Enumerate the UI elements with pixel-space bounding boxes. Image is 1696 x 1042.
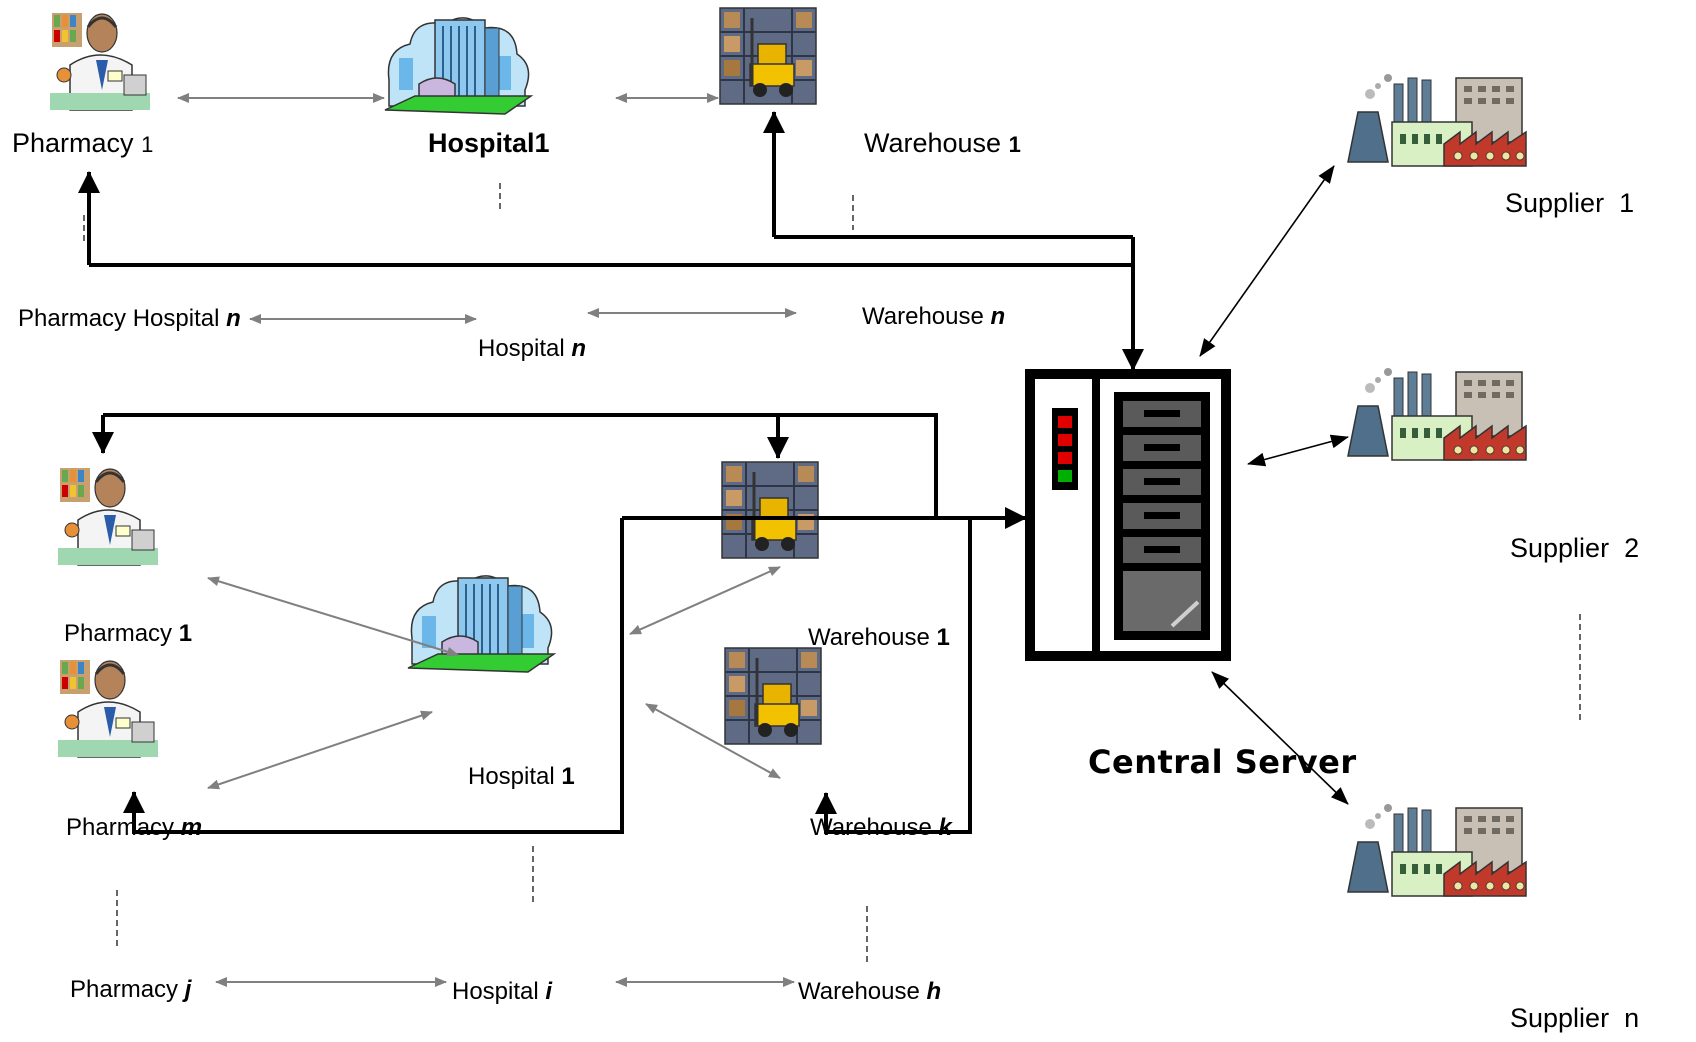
supplier-1-label: Supplier 1 [1505,188,1635,218]
warehouse-icon-k [723,646,823,746]
central-links [78,111,1144,834]
node-warehouse-n: Warehouse n [862,303,1006,330]
factory-icon-supplier-2 [1347,367,1527,461]
server-icon [1025,369,1231,661]
node-warehouse-1: Warehouse 1 [808,624,950,651]
central-server-label: Central Server [1088,743,1357,781]
pharmacist-icon-top [48,3,152,112]
node-hospital-i: Hospital i [452,978,553,1005]
node-pharmacy-hospital-n: Pharmacy Hospital n [18,305,241,332]
node-warehouse-k: Warehouse k [810,814,952,841]
hospital-icon-1 [407,574,555,673]
node-hospital-top: Hospital1 [428,128,550,158]
node-hospital-1: Hospital 1 [468,763,575,790]
pharmacist-icon-1 [56,458,160,567]
warehouse-icon-1 [720,460,820,560]
pharmacist-icon-m [56,650,160,759]
node-pharmacy-m: Pharmacy m [66,814,203,841]
supplier-n-label: Supplier n [1510,1003,1640,1033]
ellipsis-separators [83,183,1581,965]
hospital-icon-top [384,16,532,115]
node-pharmacy-j: Pharmacy j [70,976,192,1003]
warehouse-icon-top [718,6,818,106]
node-warehouse-h: Warehouse h [798,978,942,1005]
factory-icon-supplier-n [1347,803,1527,897]
factory-icon-supplier-1 [1347,73,1527,167]
supplier-2-label: Supplier 2 [1510,533,1640,563]
node-pharmacy-1: Pharmacy 1 [64,620,193,647]
node-hospital-n: Hospital n [478,335,587,362]
supplier-links [1199,165,1349,805]
node-pharmacy-top: Pharmacy 1 [12,128,154,158]
local-links [177,93,797,987]
node-warehouse-top: Warehouse 1 [864,128,1021,158]
